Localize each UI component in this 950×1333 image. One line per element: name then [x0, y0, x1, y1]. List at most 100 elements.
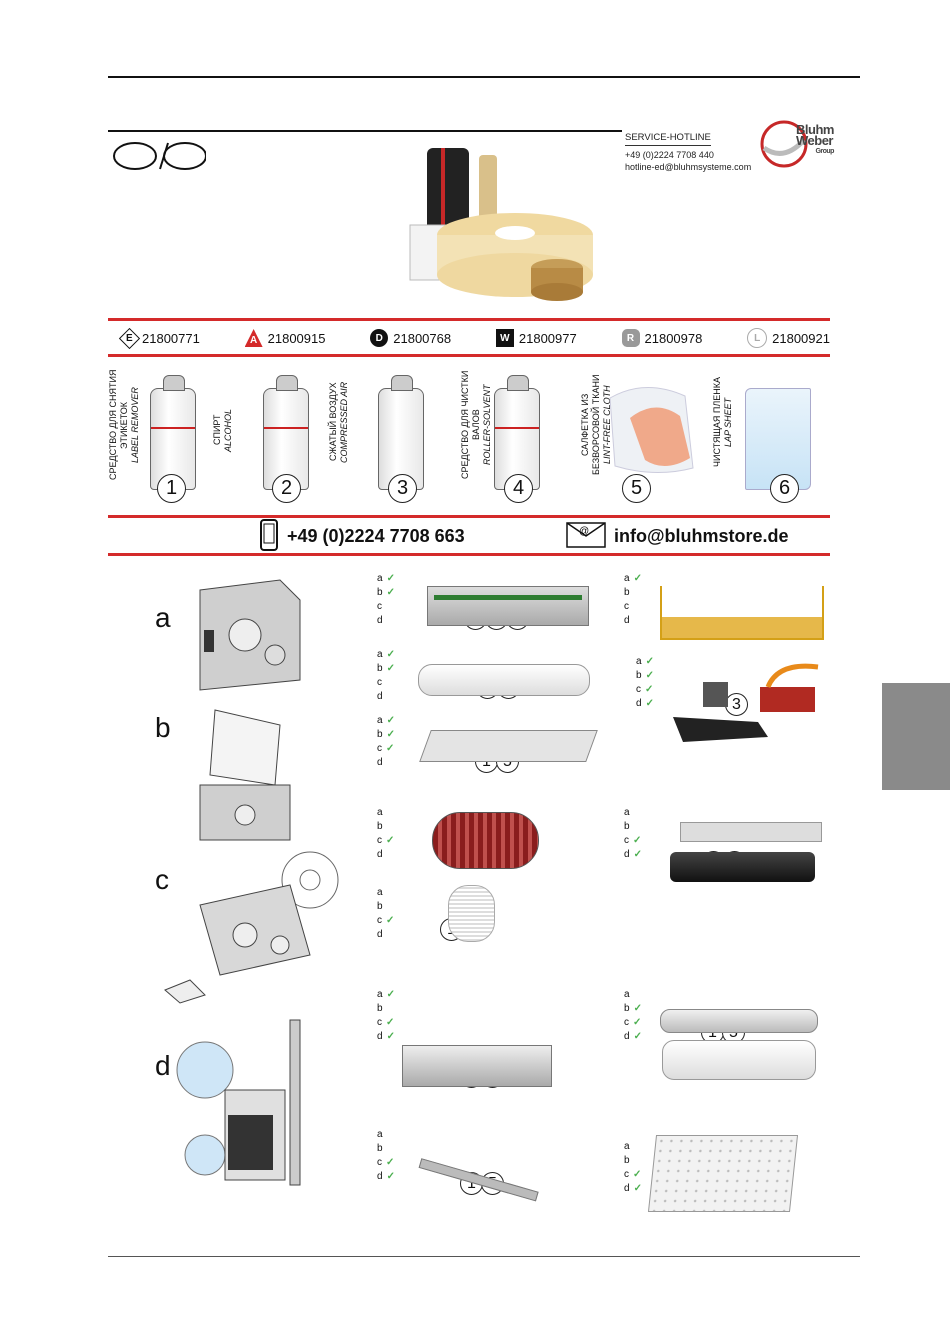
check-icon	[387, 806, 397, 820]
supply-number-3: 3	[388, 474, 417, 503]
step-letter: d	[624, 615, 630, 626]
check-icon	[387, 886, 397, 900]
step-row: c✓	[377, 914, 397, 928]
part-steps: a✓b✓c✓d	[377, 714, 397, 770]
check-icon: ✓	[645, 670, 654, 681]
step-letter: b	[636, 670, 642, 681]
step-row: d✓	[624, 1030, 644, 1044]
check-icon: ✓	[386, 989, 395, 1000]
step-letter: c	[377, 915, 382, 926]
step-row: c✓	[377, 834, 397, 848]
printer-b-illustration	[199, 709, 291, 841]
check-icon	[634, 820, 644, 834]
code-number: 21800978	[644, 330, 703, 346]
check-icon: ✓	[633, 1003, 642, 1014]
check-icon: ✓	[633, 1031, 642, 1042]
check-icon: ✓	[386, 835, 395, 846]
vacuum-plate-part	[647, 1135, 799, 1212]
step-letter: c	[377, 601, 382, 612]
supply-number-4: 4	[504, 474, 533, 503]
step-row: b	[624, 820, 644, 834]
supply-number-5: 5	[622, 474, 651, 503]
step-letter: c	[377, 743, 382, 754]
triangle-a-icon: A	[244, 329, 263, 347]
step-letter: a	[636, 656, 642, 667]
pressure-roller-part	[662, 1040, 816, 1080]
check-icon: ✓	[633, 835, 642, 846]
svg-text:@: @	[579, 526, 589, 537]
check-icon: ✓	[633, 1169, 642, 1180]
check-icon: ✓	[645, 698, 654, 709]
step-row: c✓	[636, 683, 656, 697]
sensor-part	[673, 663, 819, 742]
step-letter: d	[624, 849, 630, 860]
check-icon: ✓	[633, 573, 642, 584]
code-number: 21800768	[393, 330, 452, 346]
supply-number-6: 6	[770, 474, 799, 503]
check-icon: ✓	[386, 715, 395, 726]
logo-line2: Weber	[796, 133, 833, 148]
step-letter: a	[377, 715, 383, 726]
red-band	[108, 515, 830, 518]
ellipse-pair-icon	[113, 142, 206, 170]
check-icon: ✓	[386, 587, 395, 598]
step-letter: b	[377, 1143, 383, 1154]
square-w-icon: W	[495, 329, 514, 347]
top-rule	[108, 76, 860, 78]
spray-can-1	[150, 375, 196, 490]
step-row: c✓	[377, 1016, 397, 1030]
row-letter-a: a	[155, 602, 171, 633]
row-letter-b: b	[155, 712, 171, 743]
step-row: a✓	[377, 714, 397, 728]
step-letter: d	[624, 1031, 630, 1042]
step-row: a	[624, 988, 644, 1002]
applicator-d-illustration	[176, 1019, 301, 1186]
brush-roller-part	[448, 885, 495, 942]
check-icon: ✓	[645, 684, 654, 695]
check-icon: ✓	[386, 1171, 395, 1182]
step-row: b	[377, 820, 397, 834]
step-row: b✓	[624, 1002, 644, 1016]
check-icon	[634, 614, 644, 628]
step-letter: b	[377, 821, 383, 832]
row-letter-c: c	[155, 864, 169, 895]
step-letter: c	[624, 1017, 629, 1028]
check-icon	[387, 1128, 397, 1142]
step-letter: c	[377, 1017, 382, 1028]
code-number: 21800771	[142, 330, 200, 346]
step-letter: d	[377, 691, 383, 702]
check-icon	[387, 820, 397, 834]
step-letter: b	[377, 587, 383, 598]
step-letter: c	[377, 1157, 382, 1168]
platen-roller-part	[418, 664, 590, 696]
step-letter: a	[624, 807, 630, 818]
step-row: d✓	[624, 1182, 644, 1196]
bluhm-weber-logo: Bluhm Weber Group	[758, 118, 838, 170]
step-row: b	[377, 1142, 397, 1156]
step-letter: c	[636, 684, 641, 695]
step-row: d✓	[377, 1030, 397, 1044]
code-a: A 21800915	[244, 329, 326, 347]
code-number: 21800915	[267, 330, 326, 346]
step-row: d	[377, 614, 397, 628]
row-letter-d: d	[155, 1050, 171, 1081]
step-row: c✓	[624, 1168, 644, 1182]
email-icon: @	[566, 522, 606, 548]
step-letter: d	[624, 1183, 630, 1194]
step-letter: b	[624, 1155, 630, 1166]
circle-l-icon: L	[747, 328, 768, 348]
hotline-phone: +49 (0)2224 7708 440	[625, 150, 714, 160]
check-icon	[386, 600, 396, 614]
step-letter: a	[377, 573, 383, 584]
step-letter: d	[377, 929, 383, 940]
check-icon: ✓	[645, 656, 654, 667]
label-rolls-illustration	[409, 148, 593, 301]
printer-a-illustration	[199, 579, 301, 691]
step-letter: b	[624, 1003, 630, 1014]
step-row: a	[377, 1128, 397, 1142]
step-row: c✓	[377, 1156, 397, 1170]
